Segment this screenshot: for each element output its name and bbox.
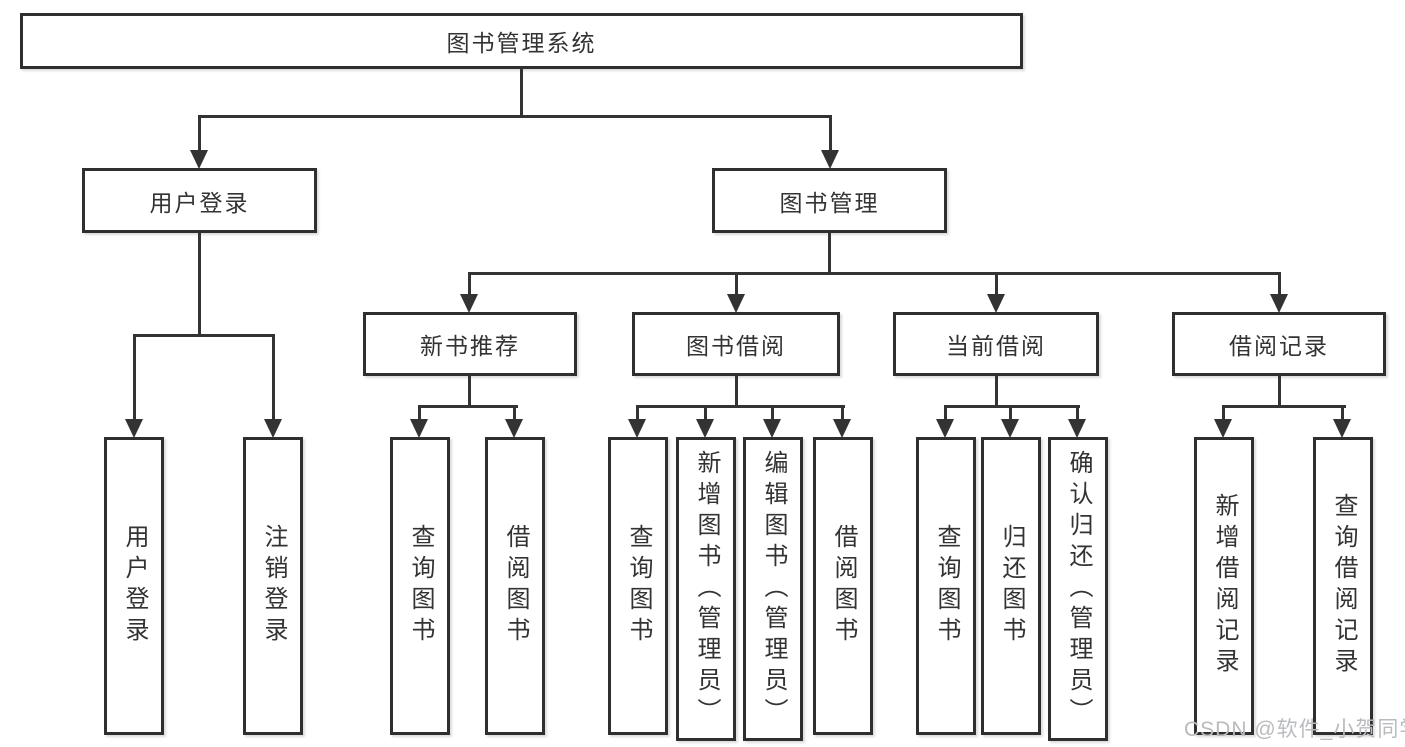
connector-level3-bar bbox=[468, 272, 1281, 275]
connector-level2-drop-left bbox=[198, 117, 201, 151]
leaf-cb-confirm-return-admin: 确认归还（管理员） bbox=[1048, 437, 1108, 741]
node-book-management-label: 图书管理 bbox=[779, 189, 880, 216]
leaf-cb-query-book-label: 查询图书 bbox=[933, 524, 960, 648]
arrow-down-icon bbox=[696, 419, 714, 438]
arrow-down-icon bbox=[1333, 419, 1351, 438]
connector-level3-drop-4 bbox=[1278, 274, 1281, 295]
node-root-label: 图书管理系统 bbox=[446, 30, 597, 56]
arrow-down-icon bbox=[763, 419, 781, 438]
leaf-cb-query-book: 查询图书 bbox=[916, 437, 976, 735]
connector-user-drop-1 bbox=[133, 336, 136, 419]
leaf-br-add-record: 新增借阅记录 bbox=[1194, 437, 1254, 735]
leaf-nb-query-book: 查询图书 bbox=[390, 437, 450, 735]
connector-cb-stem bbox=[995, 376, 998, 407]
leaf-cb-return-book-label: 归还图书 bbox=[998, 524, 1025, 648]
arrow-down-icon bbox=[821, 150, 839, 169]
leaf-cb-return-book: 归还图书 bbox=[981, 437, 1041, 735]
node-borrow-record: 借阅记录 bbox=[1172, 312, 1386, 376]
node-book-management: 图书管理 bbox=[712, 168, 947, 233]
connector-bb-drop-4 bbox=[841, 407, 844, 420]
leaf-bb-edit-book-admin-label: 编辑图书（管理员） bbox=[760, 449, 787, 729]
leaf-bb-query-book: 查询图书 bbox=[608, 437, 668, 735]
node-book-borrow-label: 图书借阅 bbox=[686, 333, 786, 359]
connector-cb-drop-1 bbox=[944, 407, 947, 420]
leaf-br-add-record-label: 新增借阅记录 bbox=[1211, 493, 1238, 679]
connector-nb-drop-1 bbox=[418, 407, 421, 420]
connector-user-drop-2 bbox=[272, 336, 275, 419]
connector-bb-drop-2 bbox=[704, 407, 707, 420]
connector-level3-drop-1 bbox=[468, 274, 471, 295]
connector-root-stem bbox=[520, 68, 523, 117]
leaf-br-query-record-label: 查询借阅记录 bbox=[1330, 493, 1357, 679]
leaf-bb-add-book-admin: 新增图书（管理员） bbox=[676, 437, 736, 741]
connector-bb-stem bbox=[735, 376, 738, 407]
arrow-down-icon bbox=[1214, 419, 1232, 438]
connector-nb-bar bbox=[418, 405, 518, 408]
node-root: 图书管理系统 bbox=[20, 13, 1023, 69]
connector-br-stem bbox=[1278, 376, 1281, 407]
connector-level2-drop-right bbox=[829, 117, 832, 151]
node-current-borrow-label: 当前借阅 bbox=[946, 333, 1046, 359]
arrow-down-icon bbox=[505, 419, 523, 438]
connector-bb-bar bbox=[636, 405, 845, 408]
watermark-text: CSDN @软件_小贺同学 bbox=[1184, 718, 1405, 741]
leaf-nb-query-book-label: 查询图书 bbox=[407, 524, 434, 648]
node-current-borrow: 当前借阅 bbox=[893, 312, 1099, 376]
connector-user-bar bbox=[133, 334, 275, 337]
leaf-bb-add-book-admin-label: 新增图书（管理员） bbox=[693, 449, 720, 729]
connector-user-stem bbox=[198, 233, 201, 336]
arrow-down-icon bbox=[125, 419, 143, 438]
connector-br-bar bbox=[1222, 405, 1346, 408]
arrow-down-icon bbox=[833, 419, 851, 438]
connector-level2-bar bbox=[198, 115, 832, 118]
node-book-borrow: 图书借阅 bbox=[632, 312, 840, 376]
arrow-down-icon bbox=[936, 419, 954, 438]
leaf-bb-borrow-book: 借阅图书 bbox=[813, 437, 873, 735]
arrow-down-icon bbox=[1270, 294, 1288, 313]
leaf-logout-label: 注销登录 bbox=[260, 524, 287, 648]
connector-cb-drop-3 bbox=[1076, 407, 1079, 420]
node-new-book-recommend-label: 新书推荐 bbox=[420, 333, 520, 359]
connector-cb-drop-2 bbox=[1009, 407, 1012, 420]
connector-bb-drop-3 bbox=[771, 407, 774, 420]
node-user-login-label: 用户登录 bbox=[149, 189, 250, 216]
node-new-book-recommend: 新书推荐 bbox=[363, 312, 577, 376]
arrow-down-icon bbox=[727, 294, 745, 313]
leaf-user-login: 用户登录 bbox=[104, 437, 164, 735]
arrow-down-icon bbox=[190, 150, 208, 169]
arrow-down-icon bbox=[987, 294, 1005, 313]
arrow-down-icon bbox=[1001, 419, 1019, 438]
connector-bookmgmt-stem bbox=[828, 233, 831, 274]
leaf-bb-edit-book-admin: 编辑图书（管理员） bbox=[743, 437, 803, 741]
connector-level3-drop-3 bbox=[995, 274, 998, 295]
connector-level3-drop-2 bbox=[735, 274, 738, 295]
leaf-user-login-label: 用户登录 bbox=[121, 524, 148, 648]
leaf-cb-confirm-return-admin-label: 确认归还（管理员） bbox=[1065, 449, 1092, 729]
connector-br-drop-1 bbox=[1222, 407, 1225, 420]
arrow-down-icon bbox=[1068, 419, 1086, 438]
connector-bb-drop-1 bbox=[636, 407, 639, 420]
connector-nb-stem bbox=[468, 376, 471, 407]
leaf-br-query-record: 查询借阅记录 bbox=[1313, 437, 1373, 735]
connector-nb-drop-2 bbox=[513, 407, 516, 420]
leaf-logout: 注销登录 bbox=[243, 437, 303, 735]
leaf-bb-query-book-label: 查询图书 bbox=[625, 524, 652, 648]
arrow-down-icon bbox=[628, 419, 646, 438]
connector-br-drop-2 bbox=[1341, 407, 1344, 420]
node-borrow-record-label: 借阅记录 bbox=[1229, 333, 1329, 359]
arrow-down-icon bbox=[460, 294, 478, 313]
node-user-login: 用户登录 bbox=[82, 168, 317, 233]
leaf-nb-borrow-book: 借阅图书 bbox=[485, 437, 545, 735]
arrow-down-icon bbox=[410, 419, 428, 438]
arrow-down-icon bbox=[264, 419, 282, 438]
connector-cb-bar bbox=[944, 405, 1080, 408]
leaf-bb-borrow-book-label: 借阅图书 bbox=[830, 524, 857, 648]
leaf-nb-borrow-book-label: 借阅图书 bbox=[502, 524, 529, 648]
